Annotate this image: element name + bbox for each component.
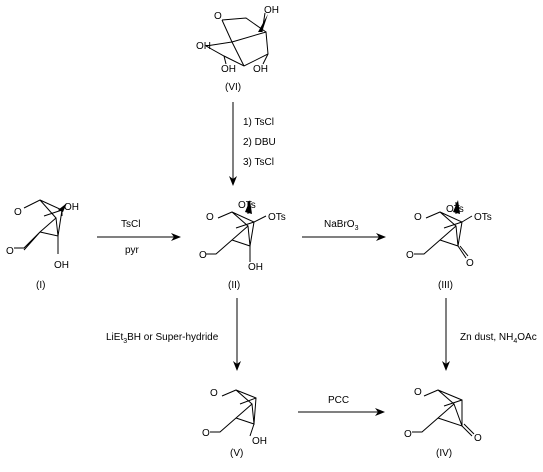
i-hydroxyl-bottom: OH [54,260,69,271]
ii-tosylate-right: OTs [268,212,286,223]
iv-ketone-oxygen: O [474,433,482,444]
compound-iii: O O OTs OTs O (III) [406,200,492,291]
iii-label: (III) [438,280,453,291]
compound-v: O O OH (V) [202,388,267,459]
i-label: (I) [36,280,45,291]
compound-ii: O O OTs OTs OH (II) [199,200,286,291]
i-oxygen-upper: O [14,207,22,218]
vi-label: (VI) [225,82,241,93]
iii-oxygen-upper: O [414,212,422,223]
compound-vi: O OH OH OH OH (VI) [196,5,279,93]
ii-label: (II) [228,280,240,291]
iii-tosylate-top: OTs [446,204,464,215]
condition-i-ii-solvent: pyr [125,245,140,256]
iii-oxygen-lower: O [406,250,414,261]
v-oxygen-upper: O [210,388,218,399]
i-oxygen-lower: O [6,246,14,257]
vi-hydroxyl-bottom-right: OH [253,64,268,75]
v-oxygen-lower: O [202,428,210,439]
iii-tosylate-right: OTs [474,212,492,223]
condition-vi-ii-step3: 3) TsCl [243,157,274,168]
iv-oxygen-lower: O [404,429,412,440]
vi-ring-oxygen: O [214,11,222,22]
ii-oxygen-upper: O [206,212,214,223]
iv-label: (IV) [436,448,452,459]
compound-iv: O O O (IV) [404,387,482,459]
vi-hydroxyl-top: OH [264,5,279,16]
i-hydroxyl-top: OH [64,202,79,213]
condition-vi-ii-step1: 1) TsCl [243,117,274,128]
condition-iii-iv-reagent: Zn dust, NH4OAc [460,332,537,345]
condition-i-ii-reagent: TsCl [121,219,140,230]
v-hydroxyl: OH [252,436,267,447]
condition-ii-iii-reagent: NaBrO3 [324,219,359,232]
iv-oxygen-upper: O [414,387,422,398]
iii-ketone-oxygen: O [466,258,474,269]
vi-hydroxyl-bottom-left: OH [221,64,236,75]
ii-tosylate-top: OTs [238,200,256,211]
compound-i: O O OH OH (I) [6,199,79,291]
ii-hydroxyl: OH [248,262,263,273]
ii-oxygen-lower: O [199,250,207,261]
v-label: (V) [230,448,243,459]
condition-ii-v-reagent: LiEt3BH or Super-hydride [106,332,219,345]
vi-hydroxyl-left: OH [196,41,211,52]
condition-vi-ii-step2: 2) DBU [243,137,276,148]
condition-v-iv-reagent: PCC [328,395,349,406]
